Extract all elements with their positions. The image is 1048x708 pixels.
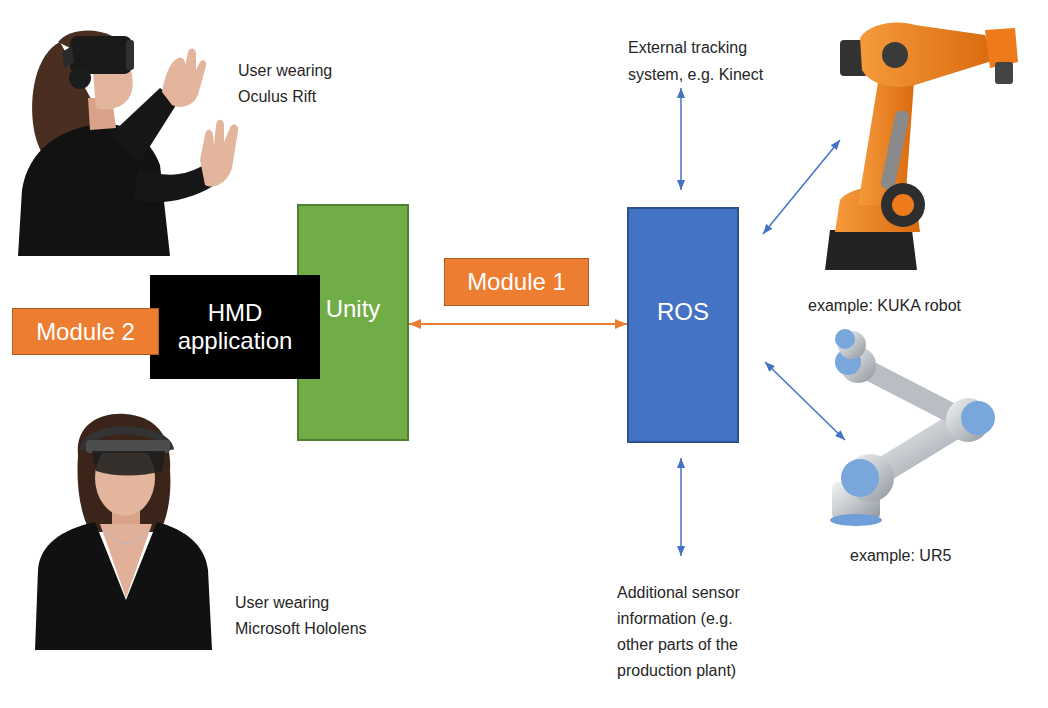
device-caption-box: User wearing Microsoft Hololens <box>235 590 380 642</box>
module-tag: Module 1 <box>444 258 589 306</box>
kuka-robot-figure <box>825 23 1018 270</box>
sensor-link <box>680 458 682 556</box>
kuka-link <box>763 140 840 234</box>
module-tag: Module 2 <box>12 308 159 355</box>
robot-caption: example: KUKA robot <box>808 296 1008 316</box>
application-box: HMD application <box>150 275 320 379</box>
device-caption: User wearing Microsoft Hololens <box>235 590 380 642</box>
ur5-link <box>765 362 845 440</box>
node-label: Module 2 <box>36 318 135 346</box>
source-note-box: Additional sensor information (e.g. othe… <box>617 580 762 684</box>
robot-caption-box: example: KUKA robot <box>808 296 1008 316</box>
node-label: Module 1 <box>467 268 566 296</box>
source-note: External tracking system, e.g. Kinect <box>628 34 778 88</box>
tracking-link <box>680 88 682 190</box>
hololens-user-figure <box>35 414 212 650</box>
node-label: Unity <box>326 295 381 323</box>
source-note: Additional sensor information (e.g. othe… <box>617 580 762 684</box>
source-note-box: External tracking system, e.g. Kinect <box>628 34 778 88</box>
oculus-user-figure <box>18 31 238 256</box>
device-caption-box: User wearing Oculus Rift <box>238 58 368 110</box>
device-caption: User wearing Oculus Rift <box>238 58 368 110</box>
connector-arrow <box>409 323 627 325</box>
node-label: ROS <box>657 298 709 326</box>
robot-caption-box: example: UR5 <box>850 546 1000 566</box>
node-label: HMD application <box>160 299 310 354</box>
robot-caption: example: UR5 <box>850 546 1000 566</box>
middleware-box: ROS <box>627 207 739 443</box>
ur5-robot-figure <box>830 329 995 526</box>
